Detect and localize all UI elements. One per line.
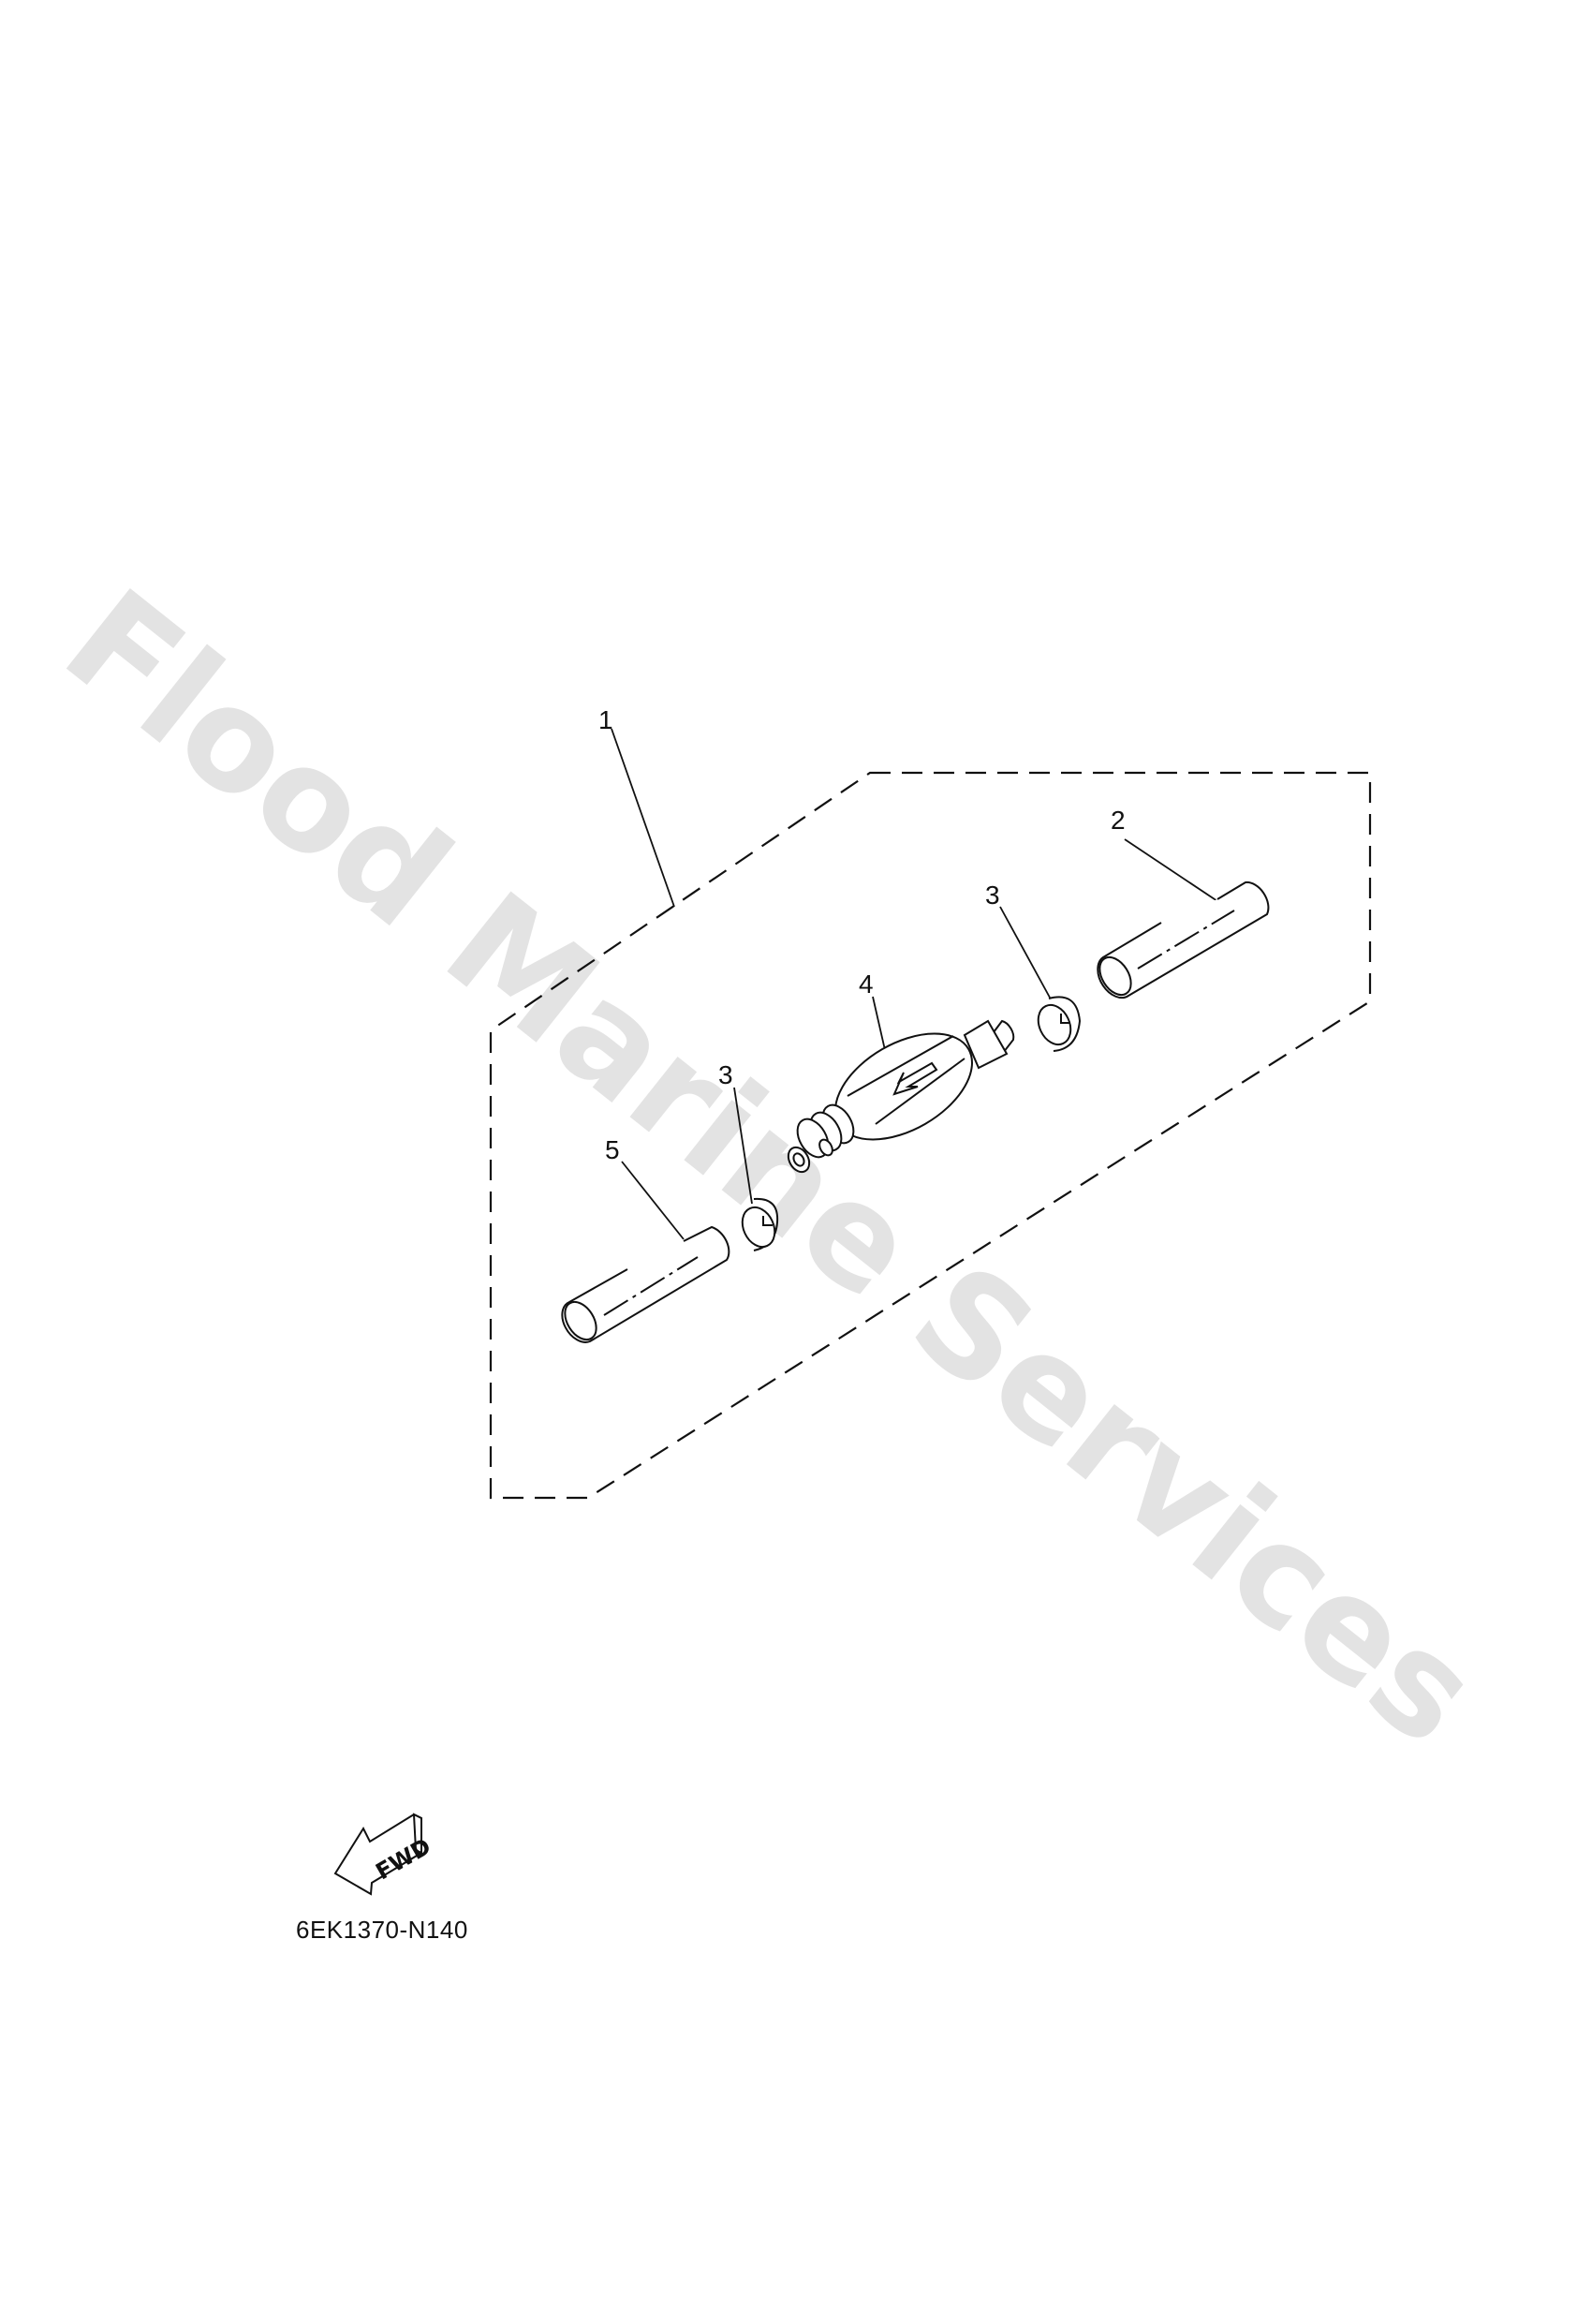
leader-1 xyxy=(611,728,675,908)
callout-1: 1 xyxy=(598,705,613,734)
watermark-text: Flood Marine Services xyxy=(36,559,1507,1777)
leader-3-left xyxy=(733,1087,753,1205)
diagram-part-number: 6EK1370-N140 xyxy=(296,1916,468,1944)
watermark: Flood Marine Services xyxy=(36,559,1507,1777)
callout-2: 2 xyxy=(1111,806,1126,835)
hose-right-part-2[interactable] xyxy=(1093,881,1270,1000)
callout-4: 4 xyxy=(859,970,874,999)
leader-2 xyxy=(1124,838,1218,902)
hose-left-part-5[interactable] xyxy=(558,1225,730,1345)
clip-left-part-3[interactable] xyxy=(736,1197,781,1252)
leader-lines xyxy=(611,728,1218,1240)
clip-right-part-3[interactable] xyxy=(1032,996,1082,1052)
callout-3-right: 3 xyxy=(985,881,1000,910)
leader-3-right xyxy=(999,906,1055,1007)
primer-bulb-part-4[interactable] xyxy=(784,1012,1015,1176)
callout-5: 5 xyxy=(605,1135,620,1164)
leader-5 xyxy=(621,1161,685,1240)
fwd-arrow-icon: FWD xyxy=(333,1813,435,1896)
callout-labels: 1 2 3 4 3 5 xyxy=(598,705,1126,1164)
callout-3-left: 3 xyxy=(718,1060,733,1089)
